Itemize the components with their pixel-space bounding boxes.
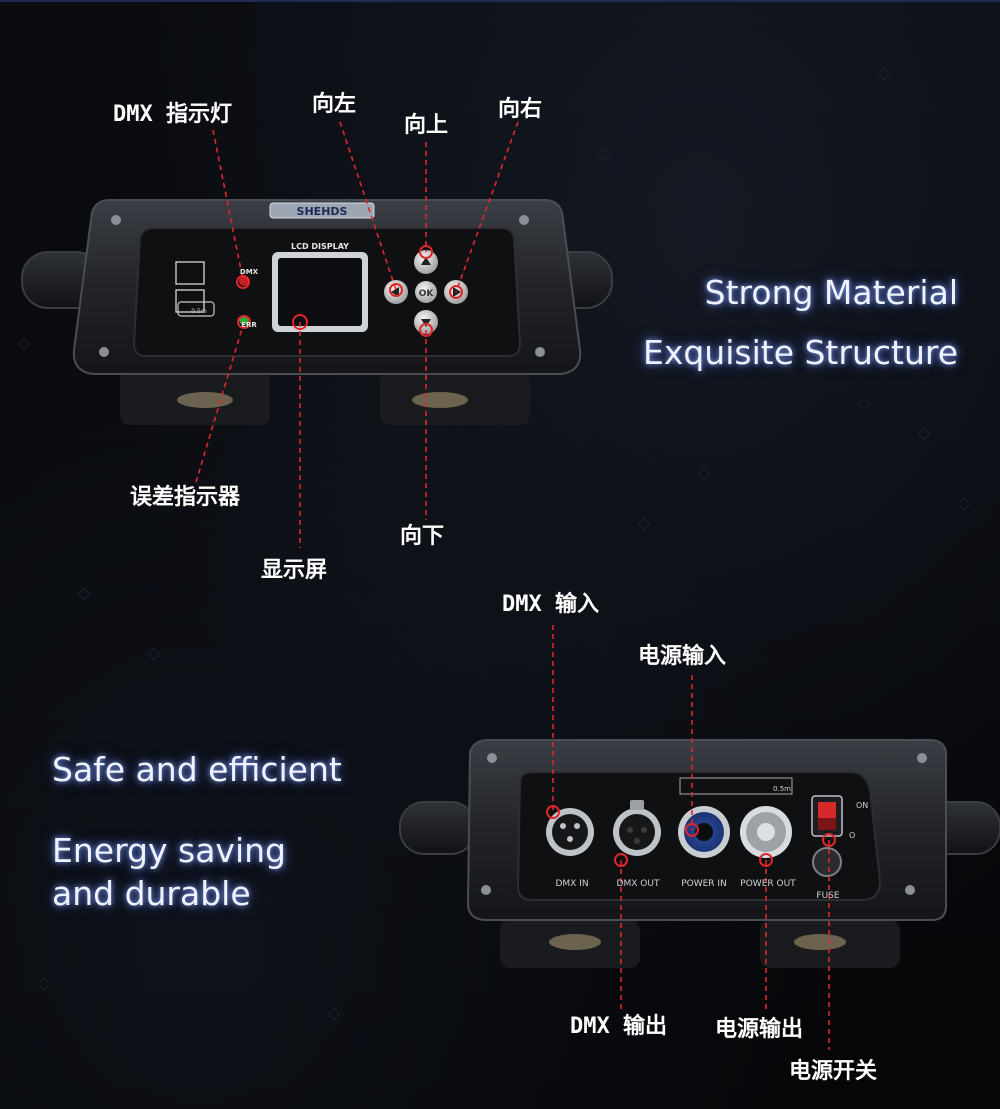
tagline-durable: and durable bbox=[52, 874, 251, 913]
tagline-safe-efficient: Safe and efficient bbox=[52, 750, 342, 789]
rear-unit bbox=[399, 739, 1000, 968]
rear-callout-lines bbox=[552, 625, 830, 1050]
power-out-label: POWER OUT bbox=[740, 879, 796, 889]
display-label: 显示屏 bbox=[261, 558, 328, 583]
ok-button-label: OK bbox=[419, 289, 435, 299]
up-button-label: 向上 bbox=[404, 113, 449, 138]
front-callout-markers bbox=[236, 245, 463, 337]
background-pattern bbox=[17, 67, 971, 1021]
switch-on-label: ON bbox=[856, 801, 868, 810]
power-input-label: 电源输入 bbox=[638, 644, 727, 669]
brand-logo: SHEHDS bbox=[297, 205, 348, 218]
front-unit bbox=[21, 199, 613, 425]
rear-fuse-rating: 0.5m bbox=[773, 785, 791, 793]
top-accent-line bbox=[0, 0, 1000, 2]
dmx-input-label: DMX 输入 bbox=[502, 592, 599, 617]
error-indicator-label: 误差指示器 bbox=[130, 485, 241, 510]
power-switch-label: 电源开关 bbox=[789, 1059, 878, 1084]
power-in-label: POWER IN bbox=[681, 879, 727, 889]
dmx-in-label: DMX IN bbox=[555, 879, 588, 889]
dmx-led-text: DMX bbox=[240, 268, 259, 276]
right-button-label: 向右 bbox=[498, 97, 543, 122]
dmx-output-label: DMX 输出 bbox=[570, 1014, 667, 1039]
fuse-rating-text: 0.5m bbox=[191, 308, 207, 315]
left-button-label: 向左 bbox=[312, 92, 357, 117]
front-callout-lines bbox=[195, 121, 519, 548]
panel-texts: SHEHDS LCD DISPLAY DMX ERR 0.5m OK DMX I… bbox=[191, 205, 868, 901]
dmx-out-label: DMX OUT bbox=[617, 879, 660, 889]
switch-off-label: O bbox=[849, 831, 855, 840]
tagline-exquisite-structure: Exquisite Structure bbox=[642, 333, 958, 372]
rear-callout-markers bbox=[546, 805, 836, 867]
lcd-title: LCD DISPLAY bbox=[291, 242, 349, 251]
tagline-strong-material: Strong Material bbox=[704, 273, 958, 312]
tagline-energy-saving: Energy saving bbox=[52, 831, 286, 870]
fuse-label: FUSE bbox=[816, 891, 839, 901]
down-button-label: 向下 bbox=[400, 524, 445, 549]
err-led-text: ERR bbox=[241, 321, 257, 329]
dmx-indicator-label: DMX 指示灯 bbox=[113, 102, 232, 127]
power-output-label: 电源输出 bbox=[715, 1017, 804, 1042]
